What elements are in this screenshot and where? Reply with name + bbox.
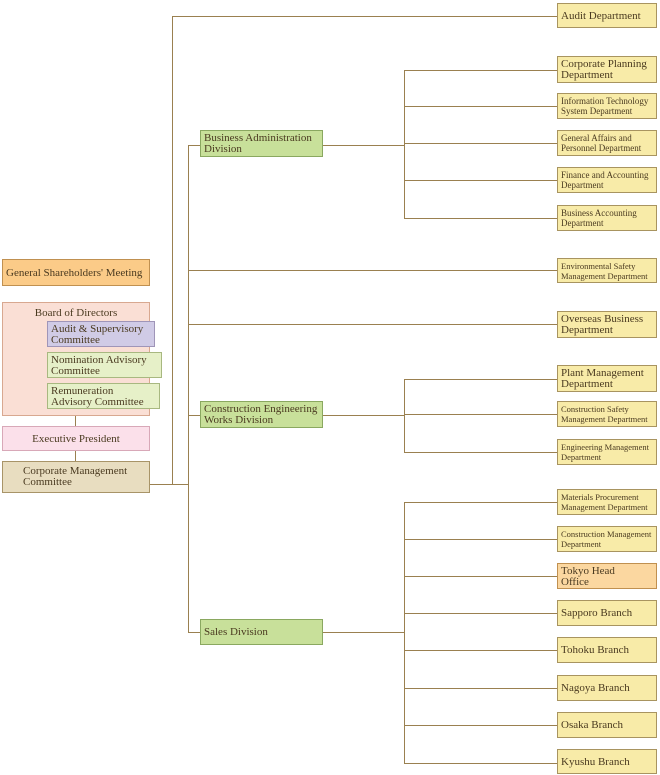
shareholders-meeting-label: General Shareholders' Meeting [6,267,143,279]
ce-department-2: Construction Safety Management Departmen… [557,401,657,427]
connector-audit [172,16,557,17]
sales-department-6: Nagoya Branch [557,675,657,701]
ce-department-1: Plant Management Department [557,365,657,392]
osaka-branch-label: Osaka Branch [561,719,624,731]
kyushu-branch-label: Kyushu Branch [561,756,630,768]
connector-president-committee [75,451,76,461]
ba-department-2: Information Technology System Department [557,93,657,119]
connector-ce-1 [404,379,557,380]
management-committee-box: Corporate Management Committee [2,461,150,493]
connector-sales-6 [404,688,557,689]
overseas-department-box: Overseas Business Department [557,311,657,338]
ba-department-3-label: General Affairs and Personnel Department [561,133,642,153]
remuneration-committee-label: Remuneration Advisory Committee [51,385,144,408]
environmental-department-label: Environmental Safety Management Departme… [561,261,648,281]
ba-department-1: Corporate Planning Department [557,56,657,83]
overseas-department-label: Overseas Business Department [561,313,644,336]
connector-ba-4 [404,180,557,181]
sapporo-branch-label: Sapporo Branch [561,607,633,619]
construction-division-box: Construction Engineering Works Division [200,401,323,428]
ce-department-1-label: Plant Management Department [561,367,644,390]
sales-department-2-label: Construction Management Department [561,529,652,549]
connector-ba-5 [404,218,557,219]
sales-division-box: Sales Division [200,619,323,645]
connector-sales-4 [404,613,557,614]
ce-department-2-label: Construction Safety Management Departmen… [561,404,648,424]
connector-sales-division [188,632,200,633]
business-admin-division-box: Business Administration Division [200,130,323,157]
ce-department-3: Engineering Management Department [557,439,657,465]
connector-sales-out [323,632,404,633]
remuneration-committee-box: Remuneration Advisory Committee [47,383,160,409]
audit-department-label: Audit Department [561,10,641,22]
sales-department-1-label: Materials Procurement Management Departm… [561,492,648,512]
nomination-committee-box: Nomination Advisory Committee [47,352,162,378]
connector-sales-1 [404,502,557,503]
connector-ce-2 [404,414,557,415]
connector-ce-out [323,415,404,416]
connector-ba-2 [404,106,557,107]
sales-department-2: Construction Management Department [557,526,657,552]
ba-department-4: Finance and Accounting Department [557,167,657,193]
sales-department-1: Materials Procurement Management Departm… [557,489,657,515]
ba-department-3: General Affairs and Personnel Department [557,130,657,156]
business-admin-division-label: Business Administration Division [204,132,312,155]
connector-ba-3 [404,143,557,144]
tohoku-branch-label: Tohoku Branch [561,644,629,656]
shareholders-meeting-box: General Shareholders' Meeting [2,259,150,286]
sales-department-8: Kyushu Branch [557,749,657,774]
sales-department-5: Tohoku Branch [557,637,657,663]
connector-sales-3 [404,576,557,577]
tokyo-head-office-label: Tokyo Head Office [561,565,615,588]
connector-sales-8 [404,763,557,764]
nagoya-branch-label: Nagoya Branch [561,682,630,694]
environmental-department-box: Environmental Safety Management Departme… [557,258,657,283]
ba-department-5-label: Business Accounting Department [561,208,637,228]
audit-supervisory-committee-box: Audit & Supervisory Committee [47,321,155,347]
executive-president-box: Executive President [2,426,150,451]
nomination-committee-label: Nomination Advisory Committee [51,354,147,377]
ba-department-4-label: Finance and Accounting Department [561,170,649,190]
audit-department-box: Audit Department [557,3,657,28]
ba-subtrunk [404,70,405,218]
connector-board-president [75,416,76,426]
main-trunk [172,16,173,484]
executive-president-label: Executive President [32,433,120,445]
connector-environmental [188,270,557,271]
board-of-directors-label: Board of Directors [34,307,118,319]
audit-supervisory-committee-label: Audit & Supervisory Committee [51,323,144,346]
management-committee-label: Corporate Management Committee [23,465,128,488]
connector-ce-3 [404,452,557,453]
connector-ce-division [188,415,200,416]
ba-department-2-label: Information Technology System Department [561,96,649,116]
connector-sales-5 [404,650,557,651]
connector-committee-trunk [150,484,188,485]
division-trunk [188,145,189,632]
ba-department-1-label: Corporate Planning Department [561,58,647,81]
construction-division-label: Construction Engineering Works Division [204,403,318,426]
ba-department-5: Business Accounting Department [557,205,657,231]
connector-overseas [188,324,557,325]
sales-division-label: Sales Division [204,626,268,638]
ce-department-3-label: Engineering Management Department [561,442,650,462]
connector-sales-7 [404,725,557,726]
sales-department-4: Sapporo Branch [557,600,657,626]
sales-department-7: Osaka Branch [557,712,657,738]
connector-ba-division [188,145,200,146]
connector-ba-1 [404,70,557,71]
ce-subtrunk [404,379,405,452]
connector-sales-2 [404,539,557,540]
connector-ba-out [323,145,404,146]
tokyo-head-office-box: Tokyo Head Office [557,563,657,589]
sales-subtrunk [404,502,405,763]
